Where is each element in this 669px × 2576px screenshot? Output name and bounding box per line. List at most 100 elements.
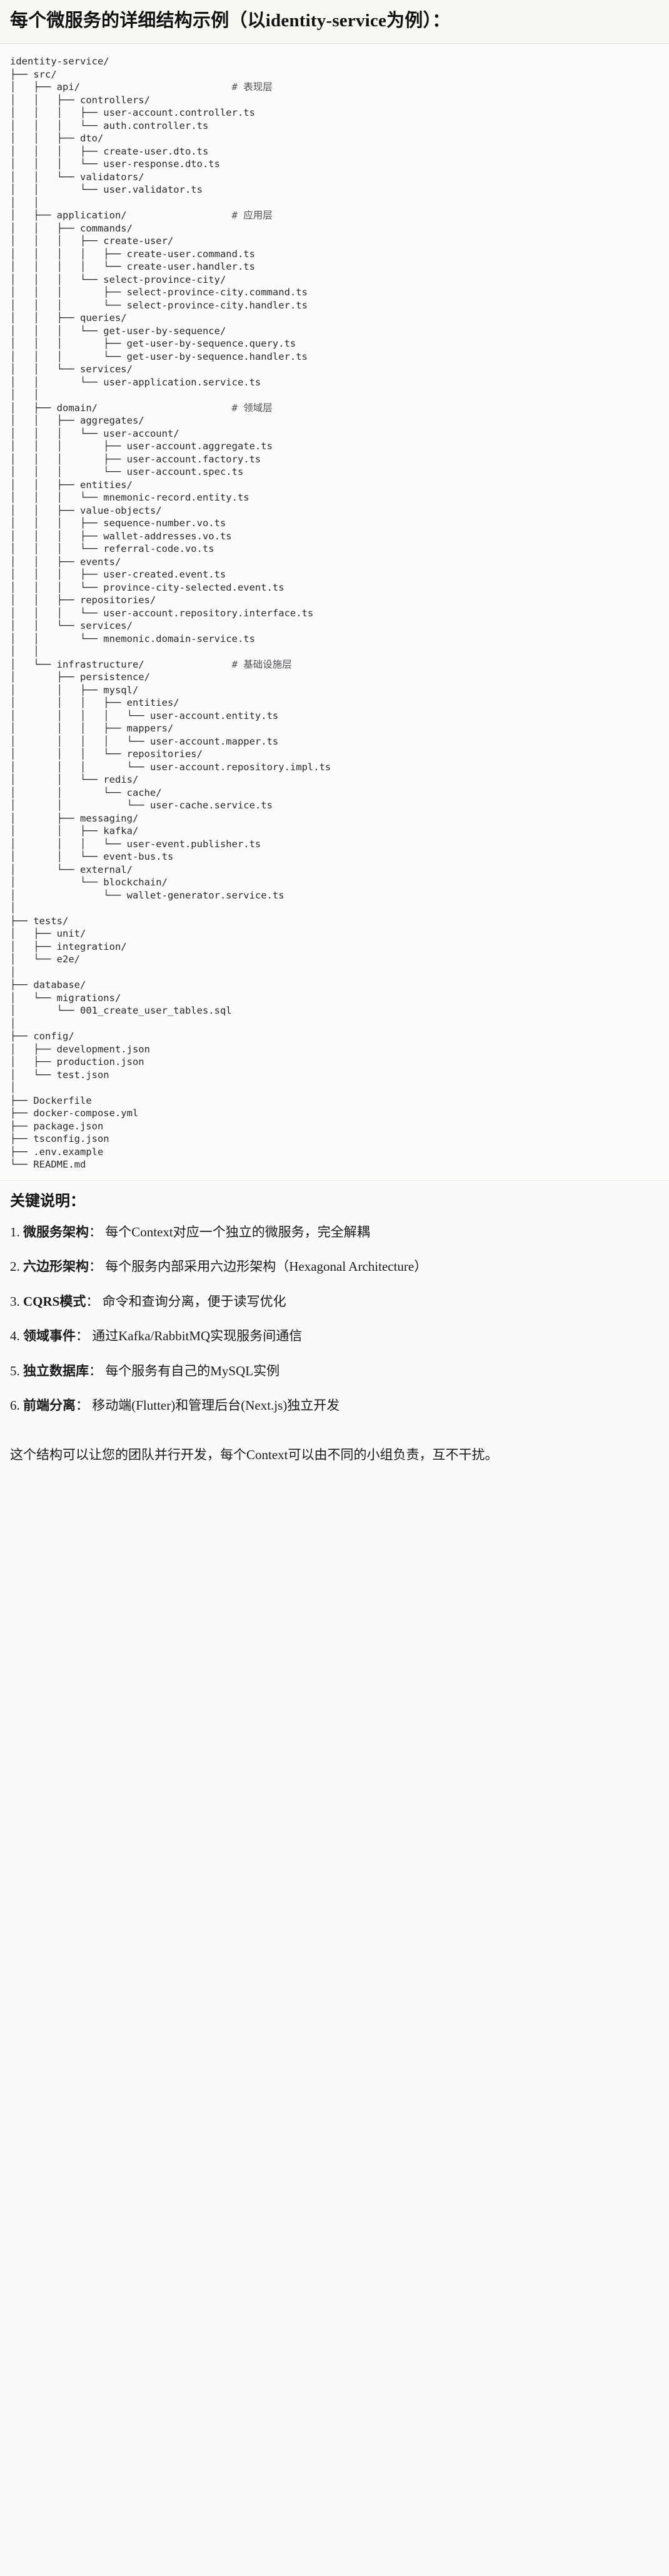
tree-line: │ │ │ └── select-province-city.handler.t… <box>10 299 308 311</box>
tree-line: │ └── blockchain/ <box>10 877 168 888</box>
tree-line: │ │ │ └── mnemonic-record.entity.ts <box>10 492 249 504</box>
tree-line: │ ├── api/ # 表现层 <box>10 81 273 93</box>
key-point-description: 命令和查询分离，便于读写优化 <box>99 1293 286 1309</box>
tree-line: │ ├── unit/ <box>10 928 86 940</box>
tree-line: │ └── test.json <box>10 1069 109 1081</box>
tree-line: │ <box>10 966 16 978</box>
tree-line: │ ├── integration/ <box>10 940 127 952</box>
tree-line: │ │ │ └── user-account.spec.ts <box>10 466 244 478</box>
tree-node-path: │ └── infrastructure/ <box>10 658 232 670</box>
tree-line: │ │ │ └── referral-code.vo.ts <box>10 543 214 555</box>
key-point-separator: ： <box>76 1398 89 1413</box>
tree-line: │ │ ├── entities/ <box>10 479 133 491</box>
tree-line: │ │ │ ├── create-user.dto.ts <box>10 145 209 157</box>
key-point-number: 1. <box>10 1224 23 1240</box>
tree-line: ├── docker-compose.yml <box>10 1107 139 1119</box>
tree-line: │ │ │ └── user-account.repository.interf… <box>10 607 314 619</box>
key-point-item: 6. 前端分离： 移动端(Flutter)和管理后台(Next.js)独立开发 <box>10 1396 659 1415</box>
tree-node-path: │ ├── api/ <box>10 81 232 93</box>
tree-line: │ │ ├── queries/ <box>10 312 127 324</box>
key-point-separator: ： <box>76 1328 89 1344</box>
tree-line: │ └── wallet-generator.service.ts <box>10 889 284 901</box>
tree-line: │ │ <box>10 196 39 208</box>
tree-line: │ │ │ │ └── create-user.handler.ts <box>10 261 255 273</box>
key-point-number: 3. <box>10 1293 23 1309</box>
tree-line: ├── Dockerfile <box>10 1094 92 1106</box>
key-point-number: 6. <box>10 1398 23 1413</box>
key-point-item: 5. 独立数据库： 每个服务有自己的MySQL实例 <box>10 1362 659 1380</box>
tree-line: │ │ │ └── user-account.repository.impl.t… <box>10 761 331 773</box>
key-point-number: 5. <box>10 1363 23 1378</box>
key-point-separator: ： <box>89 1224 102 1240</box>
directory-tree: identity-service/ ├── src/ │ ├── api/ # … <box>10 55 659 1171</box>
tree-line: │ ├── application/ # 应用层 <box>10 210 273 221</box>
tree-line: │ │ │ └── select-province-city/ <box>10 273 226 285</box>
tree-line: │ <box>10 1082 16 1094</box>
tree-line: │ │ │ ├── entities/ <box>10 697 179 709</box>
tree-line: ├── src/ <box>10 68 57 80</box>
tree-node-path: │ ├── application/ <box>10 210 232 221</box>
tree-line: │ └── e2e/ <box>10 954 80 965</box>
tree-line: │ │ └── services/ <box>10 620 133 632</box>
tree-line: │ │ ├── events/ <box>10 556 121 568</box>
tree-line: │ │ │ └── auth.controller.ts <box>10 120 209 131</box>
key-point-separator: ： <box>89 1363 102 1378</box>
key-point-description: 每个服务内部采用六边形架构（Hexagonal Architecture） <box>102 1259 428 1275</box>
tree-line: │ │ │ ├── wallet-addresses.vo.ts <box>10 530 232 542</box>
tree-layer-comment: # 基础设施层 <box>231 658 292 670</box>
tree-line: │ └── 001_create_user_tables.sql <box>10 1005 232 1017</box>
tree-line: │ │ └── redis/ <box>10 774 139 786</box>
key-point-term: 六边形架构 <box>23 1259 89 1275</box>
tree-line: │ │ └── event-bus.ts <box>10 851 174 863</box>
tree-line: ├── .env.example <box>10 1146 104 1158</box>
tree-line: │ │ └── cache/ <box>10 787 162 798</box>
tree-line: │ │ │ ├── user-created.event.ts <box>10 569 226 581</box>
tree-line: │ │ └── mnemonic.domain-service.ts <box>10 633 255 644</box>
tree-line: │ │ ├── dto/ <box>10 133 104 145</box>
tree-line: │ └── external/ <box>10 863 133 875</box>
key-point-term: 领域事件 <box>23 1328 76 1344</box>
tree-line: │ │ │ ├── user-account.aggregate.ts <box>10 440 273 452</box>
tree-line: │ │ └── user-application.service.ts <box>10 376 261 388</box>
closing-paragraph: 这个结构可以让您的团队并行开发，每个Context可以由不同的小组负责，互不干扰… <box>10 1447 498 1463</box>
tree-line: ├── tsconfig.json <box>10 1133 109 1145</box>
key-point-term: 独立数据库 <box>23 1363 89 1378</box>
tree-line: │ <box>10 1017 16 1029</box>
tree-line: │ │ ├── kafka/ <box>10 825 139 837</box>
key-point-number: 4. <box>10 1328 23 1344</box>
tree-line: │ │ │ ├── user-account.factory.ts <box>10 453 261 465</box>
key-point-description: 移动端(Flutter)和管理后台(Next.js)独立开发 <box>89 1398 340 1413</box>
tree-line: │ ├── persistence/ <box>10 671 150 683</box>
tree-line: │ ├── development.json <box>10 1043 150 1055</box>
key-point-separator: ： <box>86 1293 99 1309</box>
tree-line: │ │ │ ├── get-user-by-sequence.query.ts <box>10 338 296 350</box>
tree-line: identity-service/ <box>10 56 109 68</box>
tree-line: │ │ │ ├── create-user/ <box>10 235 174 247</box>
tree-line: │ │ │ └── repositories/ <box>10 748 203 760</box>
tree-line: │ │ │ │ ├── create-user.command.ts <box>10 248 255 260</box>
key-points-section: 关键说明： 1. 微服务架构： 每个Context对应一个独立的微服务，完全解耦… <box>0 1180 669 1437</box>
tree-line: ├── config/ <box>10 1031 74 1042</box>
tree-line: │ │ │ ├── select-province-city.command.t… <box>10 287 308 298</box>
tree-line: └── README.md <box>10 1159 86 1171</box>
tree-line: │ │ ├── controllers/ <box>10 94 150 106</box>
key-point-description: 每个服务有自己的MySQL实例 <box>102 1363 280 1378</box>
tree-line: │ │ │ └── user-event.publisher.ts <box>10 838 261 850</box>
tree-line: │ │ ├── value-objects/ <box>10 504 162 516</box>
tree-layer-comment: # 表现层 <box>231 81 273 93</box>
key-point-term: 微服务架构 <box>23 1224 89 1240</box>
tree-line: │ ├── production.json <box>10 1056 144 1068</box>
key-point-item: 3. CQRS模式： 命令和查询分离，便于读写优化 <box>10 1292 659 1311</box>
tree-line: ├── package.json <box>10 1120 104 1132</box>
key-point-separator: ： <box>89 1259 102 1275</box>
tree-line: ├── tests/ <box>10 915 69 927</box>
tree-line: │ │ └── validators/ <box>10 171 144 183</box>
tree-line: │ │ │ │ └── user-account.mapper.ts <box>10 735 279 747</box>
tree-line: │ ├── domain/ # 领域层 <box>10 402 273 414</box>
key-points-title: 关键说明： <box>10 1193 85 1209</box>
directory-tree-block: identity-service/ ├── src/ │ ├── api/ # … <box>0 44 669 1181</box>
tree-line: │ │ ├── repositories/ <box>10 594 156 606</box>
tree-line: │ │ ├── commands/ <box>10 222 133 234</box>
tree-line: │ │ └── user-cache.service.ts <box>10 800 273 812</box>
tree-line: │ │ │ └── user-response.dto.ts <box>10 158 220 170</box>
